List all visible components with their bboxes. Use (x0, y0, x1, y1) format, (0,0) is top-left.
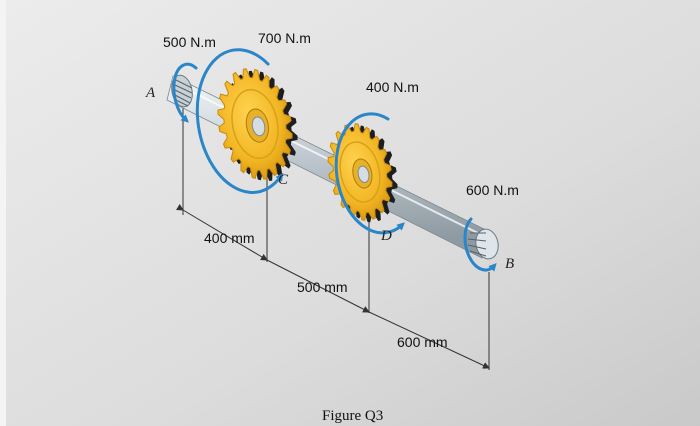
gear-d (327, 123, 398, 223)
gear-bore (251, 116, 266, 137)
gear-ring (339, 141, 381, 203)
point-label-d: D (380, 228, 392, 244)
point-label-c: C (278, 172, 289, 188)
figure-caption: Figure Q3 (322, 408, 383, 424)
gear-ring (231, 88, 279, 160)
torque-arrows (172, 48, 497, 272)
spline-end-a (171, 74, 193, 108)
torque-label-b: 600 N.m (466, 182, 519, 198)
torque-arrow-a (172, 62, 198, 123)
dimension-label-db: 600 mm (397, 334, 448, 350)
gear-bore (357, 165, 370, 184)
torque-arrow-b (463, 217, 497, 272)
point-label-a: A (145, 85, 156, 101)
torque-label-a: 500 N.m (163, 34, 216, 50)
dimension-label-ac: 400 mm (204, 230, 255, 246)
dimension-label-cd: 500 mm (297, 279, 348, 295)
spline-end-b (467, 228, 499, 260)
left-edge (0, 0, 6, 426)
torque-arrow-d (334, 112, 405, 235)
torque-label-d: 400 N.m (366, 79, 419, 95)
torque-arrow-c (195, 48, 284, 194)
torque-label-c: 700 N.m (258, 30, 311, 46)
gear-c (217, 68, 298, 182)
dimension-lines (176, 203, 490, 369)
point-label-b: B (505, 256, 514, 272)
